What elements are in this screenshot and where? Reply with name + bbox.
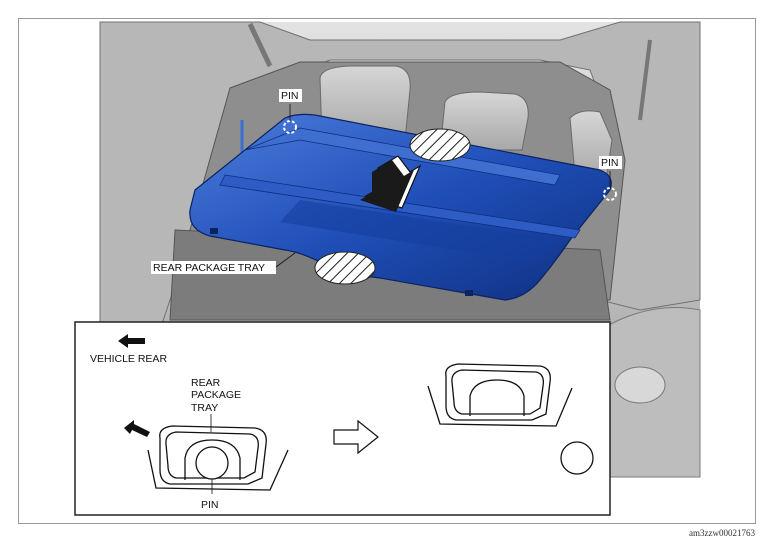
hatched-area-front <box>314 251 376 285</box>
inset-tray-label-line2: PACKAGE <box>191 389 241 401</box>
right-arrow-outline-icon <box>333 419 379 455</box>
inset-tray-label-line3: TRAY <box>191 402 218 414</box>
detail-inset: VEHICLE REAR REAR PACKAGE TRAY PIN <box>74 321 611 516</box>
rear-package-tray-label: REAR PACKAGE TRAY <box>153 262 265 274</box>
pin-label-right: PIN <box>601 157 619 169</box>
clip-after <box>427 363 573 427</box>
rotate-arrow-icon <box>124 420 150 437</box>
down-left-arrow-icon <box>360 155 422 212</box>
vehicle-rear-label: VEHICLE REAR <box>90 353 167 365</box>
inset-tray-label-line1: REAR <box>191 377 221 389</box>
inset-pin-label: PIN <box>201 499 219 511</box>
pin-circle-before <box>195 446 229 480</box>
reference-code: am3zzw00021763 <box>689 528 755 538</box>
pin-circle-after <box>560 441 594 475</box>
clip-before <box>147 425 289 491</box>
hatched-area-top <box>409 128 471 162</box>
left-arrow-icon <box>118 334 145 348</box>
pin-label-left: PIN <box>281 90 299 102</box>
